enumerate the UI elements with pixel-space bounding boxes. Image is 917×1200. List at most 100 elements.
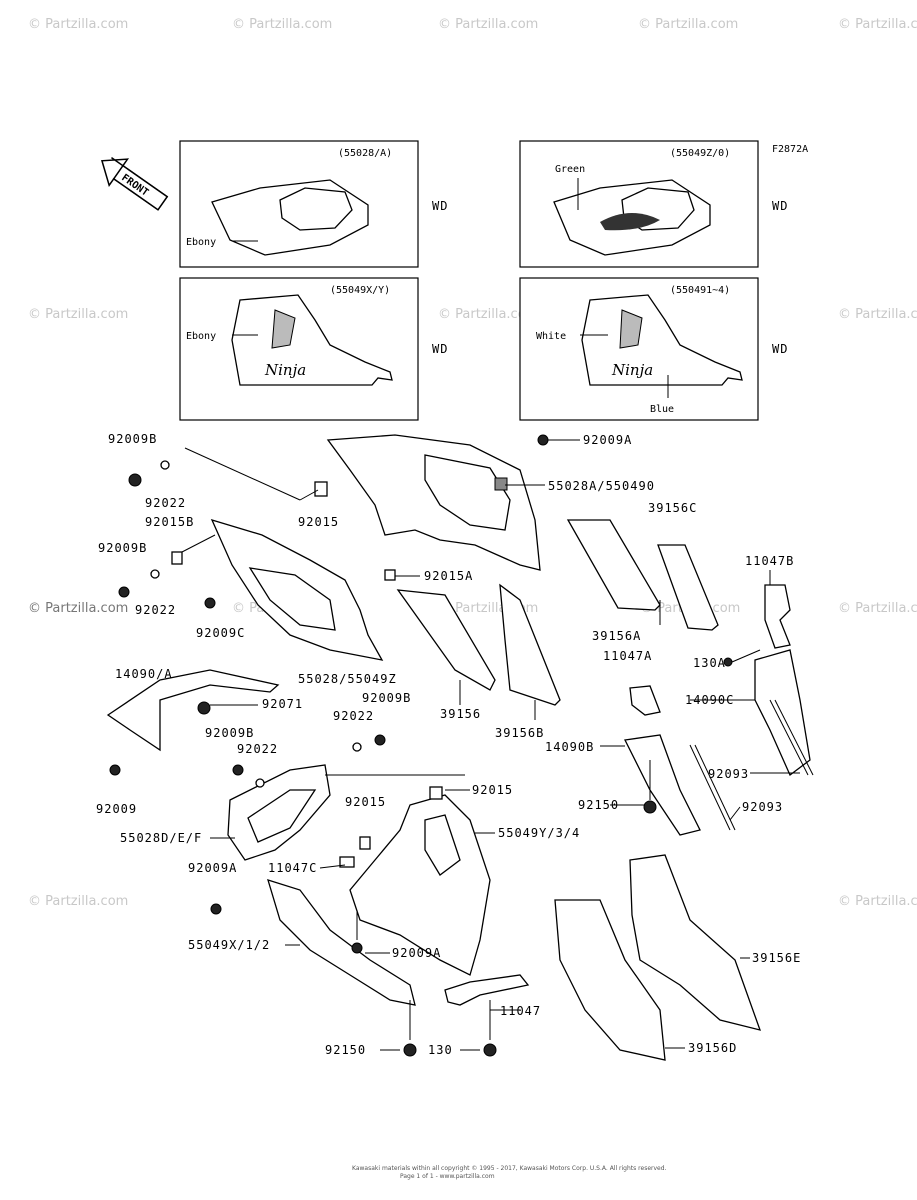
strip-92093-a	[769, 699, 809, 776]
bracket-11047	[444, 974, 530, 1006]
part-label: 55028A/550490	[548, 479, 655, 493]
bracket-14090B	[624, 734, 701, 836]
part-label: 92009C	[196, 626, 245, 640]
part-label: 92009A	[392, 946, 441, 960]
part-label: 92015B	[145, 515, 194, 529]
part-label: 92015A	[424, 569, 473, 583]
bracket-11047A	[629, 685, 661, 716]
variant-box-4: (550491~4) Ninja White Blue WD	[519, 277, 788, 421]
part-label: 92015	[472, 783, 513, 797]
part-label: 39156B	[495, 726, 544, 740]
part-label: 92009A	[188, 861, 237, 875]
callout-blue: Blue	[650, 404, 674, 415]
belly-39156B	[499, 583, 561, 706]
callout-ebony: Ebony	[186, 237, 216, 248]
watermark-dark: © Partzilla.com	[28, 601, 128, 616]
watermark: © Partzilla.com	[838, 17, 917, 32]
pad-39156E	[629, 854, 762, 1031]
part-label: 92015	[298, 515, 339, 529]
variant-suffix: WD	[432, 342, 448, 356]
watermark: © Partzilla.com	[438, 307, 538, 322]
watermark: © Partzilla.com	[28, 307, 128, 322]
part-label: 11047B	[745, 554, 794, 568]
bracket-11047B	[764, 584, 791, 649]
watermark: © Partzilla.com	[438, 17, 538, 32]
figure-code: F2872A	[772, 144, 808, 155]
part-label: 11047C	[268, 861, 317, 875]
pad-39156C	[657, 544, 719, 631]
variant-suffix: WD	[432, 199, 448, 213]
variant-box-3: (55049X/Y) Ninja Ebony WD	[179, 277, 448, 421]
part-label: 39156E	[752, 951, 801, 965]
lower-piece-55049X	[267, 879, 416, 1006]
part-label: 55049Y/3/4	[498, 826, 580, 840]
variant-code: (550491~4)	[670, 285, 730, 296]
strip-92093-b	[689, 744, 731, 831]
part-label: 39156C	[648, 501, 697, 515]
part-label: 55049X/1/2	[188, 938, 270, 952]
pad-39156D	[554, 899, 666, 1061]
part-label: 39156	[440, 707, 481, 721]
belly-39156	[396, 589, 496, 691]
part-label: 92015	[345, 795, 386, 809]
part-label: 92093	[742, 800, 783, 814]
callout-white: White	[536, 331, 566, 342]
part-label: 92150	[578, 798, 619, 812]
variant-box-2: (55049Z/0) Green WD	[519, 140, 788, 268]
part-label: 92009B	[362, 691, 411, 705]
lower-cowl-55049Y	[349, 794, 491, 976]
part-label: 14090C	[685, 693, 734, 707]
copyright-line: Page 1 of 1 - www.partzilla.com	[400, 1173, 495, 1180]
watermark: © Partzilla.com	[28, 17, 128, 32]
part-label: 92009A	[583, 433, 632, 447]
part-label: 92150	[325, 1043, 366, 1057]
part-label: 55028/55049Z	[298, 672, 397, 686]
part-label: 39156A	[592, 629, 641, 643]
part-label: 92009B	[205, 726, 254, 740]
part-labels: 92009B 92022 92015 92015B 92009A 55028A/…	[96, 432, 801, 1057]
watermark: © Partzilla.com	[28, 894, 128, 909]
side-panel-55028	[210, 518, 384, 661]
part-label: 92009	[96, 802, 137, 816]
part-label: 11047	[500, 1004, 541, 1018]
watermark: © Partzilla.com	[638, 17, 738, 32]
part-label: 130A	[693, 656, 726, 670]
callout-green: Green	[555, 164, 585, 175]
part-label: 92009B	[108, 432, 157, 446]
part-label: 130	[428, 1043, 453, 1057]
fasteners	[109, 434, 733, 1057]
variant-code: (55049X/Y)	[330, 285, 390, 296]
part-label: 92009B	[98, 541, 147, 555]
variant-suffix: WD	[772, 342, 788, 356]
part-label: 55028D/E/F	[120, 831, 202, 845]
upper-fairing-55028A	[326, 434, 541, 571]
pad-39156A	[566, 519, 661, 611]
watermark: © Partzilla.com	[838, 894, 917, 909]
ninja-logo: Ninja	[611, 361, 653, 379]
part-label: 14090/A	[115, 667, 173, 681]
callout-ebony: Ebony	[186, 331, 216, 342]
ninja-logo: Ninja	[264, 361, 306, 379]
front-arrow: FRONT	[100, 157, 169, 211]
trim-14090A	[106, 669, 280, 752]
watermark: © Partzilla.com	[838, 601, 917, 616]
variant-suffix: WD	[772, 199, 788, 213]
part-label: 92022	[237, 742, 278, 756]
part-label: 39156D	[688, 1041, 737, 1055]
watermark: © Partzilla.com	[232, 17, 332, 32]
variant-code: (55028/A)	[338, 148, 392, 159]
variant-code: (55049Z/0)	[670, 148, 730, 159]
part-label: 92022	[145, 496, 186, 510]
part-label: 92022	[333, 709, 374, 723]
bracket-14090C	[754, 649, 811, 777]
part-label: 11047A	[603, 649, 652, 663]
part-label: 14090B	[545, 740, 594, 754]
watermark: © Partzilla.com	[838, 307, 917, 322]
variant-box-1: (55028/A) Ebony WD	[179, 140, 448, 268]
copyright-line: Kawasaki materials within all copyright …	[352, 1165, 667, 1172]
part-label: 92022	[135, 603, 176, 617]
part-label: 92093	[708, 767, 749, 781]
part-label: 92071	[262, 697, 303, 711]
